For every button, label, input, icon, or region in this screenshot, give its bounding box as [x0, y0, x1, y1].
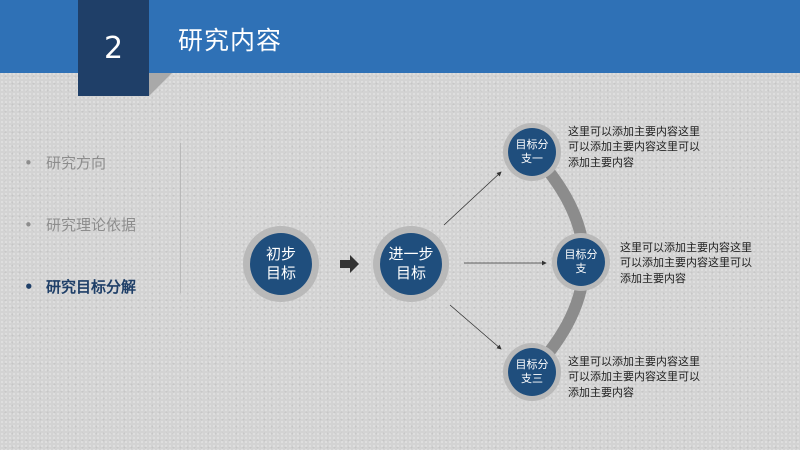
nav-item-goal-breakdown[interactable]: • 研究目标分解	[24, 272, 136, 302]
section-nav: • 研究方向 • 研究理论依据 • 研究目标分解	[24, 148, 136, 334]
section-number-fold	[149, 73, 172, 96]
middle-node-label[interactable]: 进一步 目标	[388, 245, 434, 282]
start-node	[250, 233, 312, 295]
arrow-to-branch-3	[449, 304, 502, 350]
arrow-to-branch-1	[443, 171, 502, 226]
middle-node	[380, 233, 442, 295]
start-node-label[interactable]: 初步 目标	[265, 245, 296, 282]
branch-2-node	[557, 238, 605, 286]
nav-item-direction[interactable]: • 研究方向	[24, 148, 136, 178]
branch-1-node	[508, 128, 556, 176]
branch-2-description: 这里可以添加主要内容这里 可以添加主要内容这里可以 添加主要内容	[620, 241, 752, 285]
section-number: 2	[103, 30, 124, 66]
branch-3-description: 这里可以添加主要内容这里 可以添加主要内容这里可以 添加主要内容	[568, 355, 700, 399]
branch-3-label[interactable]: 目标分 支三	[515, 358, 549, 385]
branch-2-label[interactable]: 目标分 支	[564, 248, 598, 275]
branch-1-description: 这里可以添加主要内容这里 可以添加主要内容这里可以 添加主要内容	[568, 125, 700, 169]
bullet-icon: •	[24, 216, 33, 234]
branch-3-node	[508, 348, 556, 396]
nav-item-label: 研究理论依据	[46, 216, 137, 234]
arrow-icon	[340, 255, 359, 273]
bullet-icon: •	[24, 154, 33, 172]
nav-item-label: 研究目标分解	[46, 278, 137, 296]
nav-item-label: 研究方向	[46, 154, 107, 172]
section-number-box: 2	[78, 0, 149, 96]
page-title: 研究内容	[178, 26, 283, 55]
nav-item-theory[interactable]: • 研究理论依据	[24, 210, 136, 240]
branch-1-label[interactable]: 目标分 支一	[515, 138, 549, 165]
bullet-icon: •	[24, 278, 34, 296]
nav-divider	[180, 143, 181, 293]
